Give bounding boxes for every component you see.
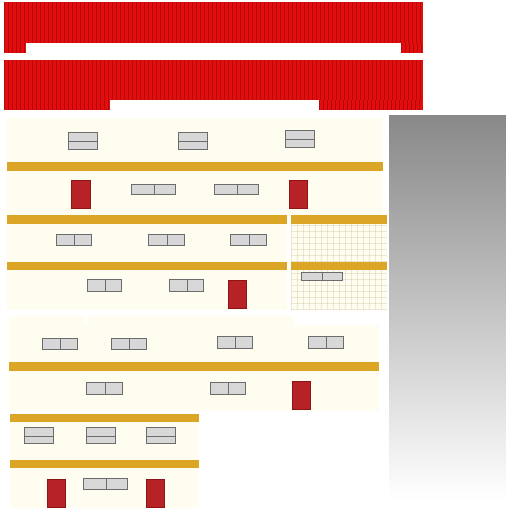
window <box>87 279 122 292</box>
window <box>217 336 253 349</box>
window <box>214 184 259 195</box>
gradient-panel <box>389 115 506 501</box>
door <box>146 479 165 508</box>
roof-sprite-2-right-eave <box>319 100 423 110</box>
window <box>24 427 54 444</box>
building-c-band-1 <box>10 414 199 422</box>
window <box>68 132 98 150</box>
window <box>56 234 92 246</box>
window <box>169 279 204 292</box>
window <box>83 478 128 490</box>
building-c-band-2 <box>10 460 199 468</box>
window <box>148 234 185 246</box>
annex-floor-1 <box>291 224 387 262</box>
annex-band-2 <box>291 262 387 270</box>
roof-sprite-1-left-eave <box>4 43 26 53</box>
roof-sprite-2 <box>4 60 423 100</box>
window <box>178 132 208 150</box>
window <box>210 382 246 395</box>
building-a-floor-2 <box>7 171 383 215</box>
window <box>285 130 315 148</box>
roof-sprite-1 <box>4 2 423 43</box>
door <box>228 280 247 309</box>
window <box>131 184 176 195</box>
window <box>42 338 78 350</box>
building-a-band-2 <box>7 215 287 224</box>
window <box>308 336 344 349</box>
window <box>301 272 343 281</box>
roof-sprite-2-left-eave <box>4 100 110 110</box>
annex-band-1 <box>291 215 387 224</box>
building-a-band-1 <box>7 162 383 171</box>
door <box>289 180 308 209</box>
door <box>292 381 311 410</box>
building-a-band-3 <box>7 262 287 270</box>
window <box>146 427 176 444</box>
window <box>111 338 147 350</box>
roof-sprite-1-right-eave <box>401 43 423 53</box>
door <box>71 180 91 209</box>
window <box>86 427 116 444</box>
building-b-floor-2 <box>9 371 379 411</box>
building-b-band-1 <box>9 362 379 371</box>
door <box>47 479 66 508</box>
window <box>230 234 267 246</box>
window <box>86 382 123 395</box>
